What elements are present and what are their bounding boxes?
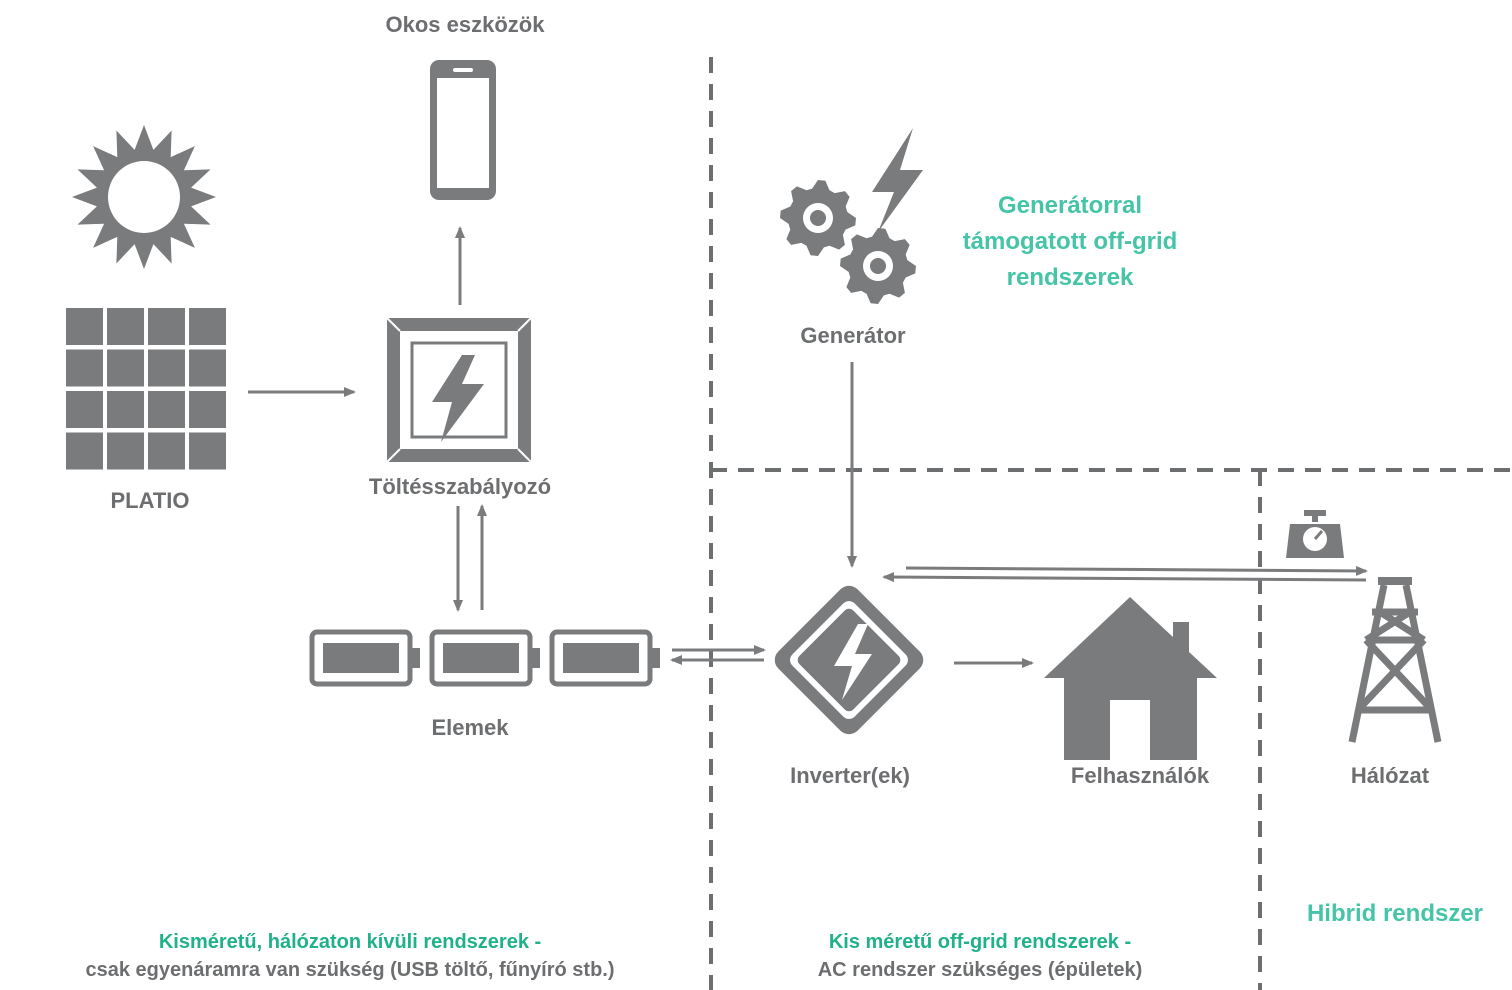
- lightning-icon: [872, 128, 923, 232]
- small-dc-section-caption: Kisméretű, hálózaton kívüli rendszerek -…: [0, 928, 700, 984]
- small-ac-section-caption: Kis méretű off-grid rendszerek - AC rend…: [740, 928, 1220, 984]
- generator-offgrid-section-title: Generátorral támogatott off-grid rendsze…: [962, 192, 1178, 291]
- generator-gears-icon: [780, 180, 916, 304]
- generator-label: Generátor: [800, 323, 906, 348]
- batteries-label: Elemek: [431, 715, 509, 740]
- charge-controller-icon: [386, 317, 532, 463]
- flow-arrows: [248, 226, 1368, 668]
- batteries-icon: [309, 629, 660, 687]
- small-ac-description: AC rendszer szükséges (épületek): [817, 959, 1143, 981]
- panel-label: PLATIO: [110, 488, 190, 513]
- sun-icon: [72, 125, 216, 269]
- hybrid-section-title: Hibrid rendszer: [1306, 900, 1484, 927]
- inverter-label: Inverter(ek): [790, 763, 910, 788]
- house-icon: [1044, 597, 1217, 760]
- power-tower-icon: [1348, 577, 1442, 743]
- consumers-label: Felhasználók: [1070, 763, 1210, 788]
- section-dividers: [709, 57, 1512, 990]
- small-dc-title: Kisméretű, hálózaton kívüli rendszerek -: [158, 931, 542, 953]
- small-dc-description: csak egyenáramra van szükség (USB töltő,…: [85, 959, 615, 981]
- meter-scale-icon: [1286, 510, 1344, 558]
- smart-devices-label: Okos eszközök: [385, 12, 545, 37]
- charge-controller-label: Töltésszabályozó: [368, 474, 552, 499]
- small-ac-title: Kis méretű off-grid rendszerek -: [828, 931, 1132, 953]
- solar-panel-icon: [66, 308, 226, 470]
- grid-label: Hálózat: [1350, 763, 1430, 788]
- smartphone-icon: [430, 60, 496, 200]
